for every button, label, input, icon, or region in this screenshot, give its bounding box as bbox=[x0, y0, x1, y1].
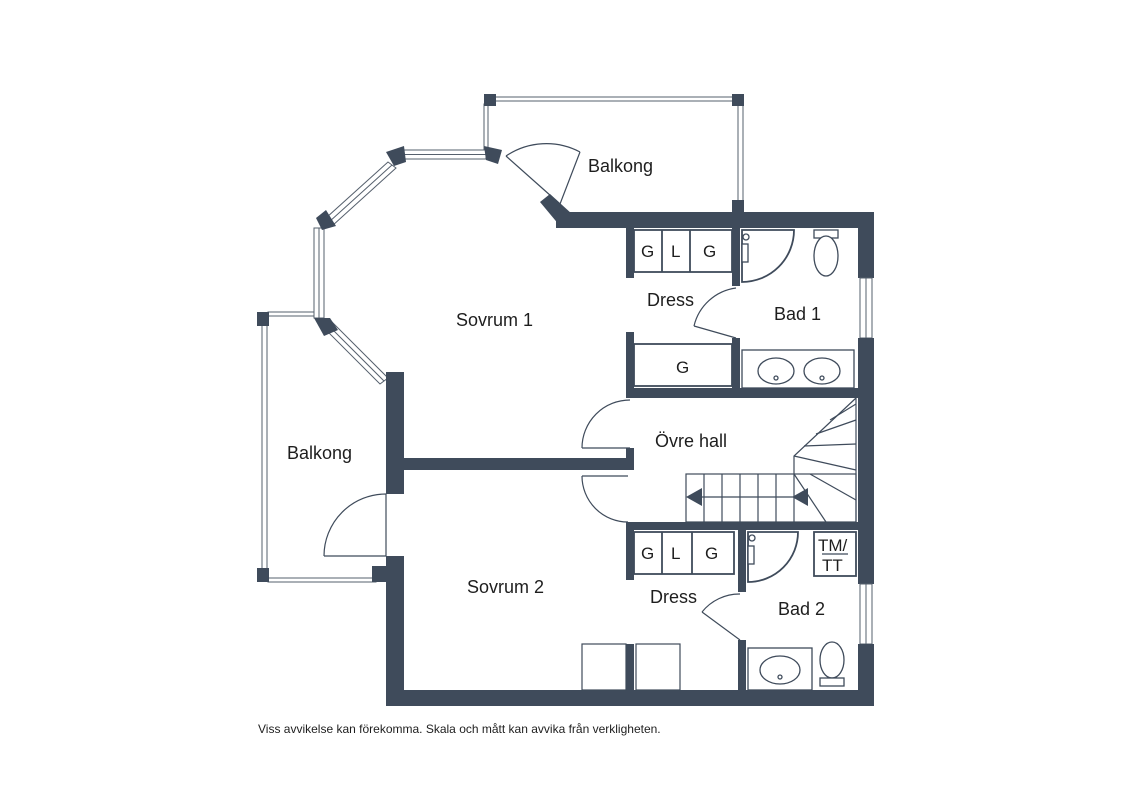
label-balkong-top: Balkong bbox=[588, 156, 653, 176]
closet-label-l2: L bbox=[671, 544, 680, 563]
label-ovre-hall: Övre hall bbox=[655, 431, 727, 451]
closet-label-g1: G bbox=[641, 242, 654, 261]
closets-upper bbox=[633, 229, 733, 387]
label-bad-1: Bad 1 bbox=[774, 304, 821, 324]
closet-label-g4: G bbox=[641, 544, 654, 563]
closets-lower bbox=[581, 531, 735, 691]
closet-label-g5: G bbox=[705, 544, 718, 563]
label-balkong-left: Balkong bbox=[287, 443, 352, 463]
disclaimer-note: Viss avvikelse kan förekomma. Skala och … bbox=[258, 722, 661, 736]
bad1-fixtures bbox=[741, 229, 855, 389]
doors bbox=[323, 143, 741, 641]
closet-label-g2: G bbox=[703, 242, 716, 261]
bay-window bbox=[313, 146, 502, 385]
label-bad-2: Bad 2 bbox=[778, 599, 825, 619]
label-dress-1: Dress bbox=[647, 290, 694, 310]
balcony-left bbox=[257, 311, 377, 583]
closet-label-l1: L bbox=[671, 242, 680, 261]
balcony-top bbox=[483, 94, 744, 213]
label-sovrum-2: Sovrum 2 bbox=[467, 577, 544, 597]
label-sovrum-1: Sovrum 1 bbox=[456, 310, 533, 330]
closet-label-g3: G bbox=[676, 358, 689, 377]
walls bbox=[372, 194, 874, 706]
appliance-label-line2: TT bbox=[822, 556, 843, 575]
bad2-fixtures bbox=[747, 531, 857, 691]
appliance-label-line1: TM/ bbox=[818, 536, 848, 555]
label-dress-2: Dress bbox=[650, 587, 697, 607]
stairs bbox=[685, 397, 857, 523]
